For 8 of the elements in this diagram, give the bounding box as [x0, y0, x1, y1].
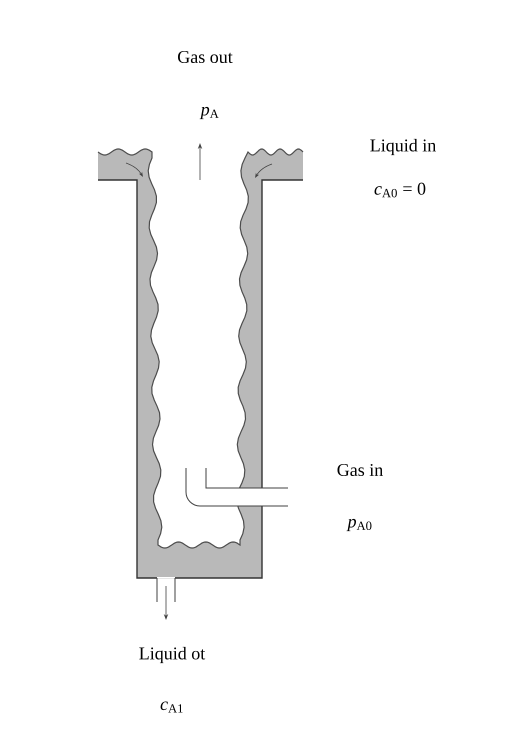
stream-label: Liquid ot	[139, 646, 206, 664]
stream-label: Gas out	[178, 50, 233, 64]
stream-label: Liquid in	[370, 138, 436, 156]
variable-label: c$_{A0}$ = 0	[374, 182, 426, 198]
variable-label: c$_{A1}$	[160, 701, 183, 713]
variable-label: p$_{A}$	[200, 106, 219, 120]
stream-label: Gas in	[338, 464, 383, 476]
variable-label: p$_{A0}$	[346, 518, 372, 532]
